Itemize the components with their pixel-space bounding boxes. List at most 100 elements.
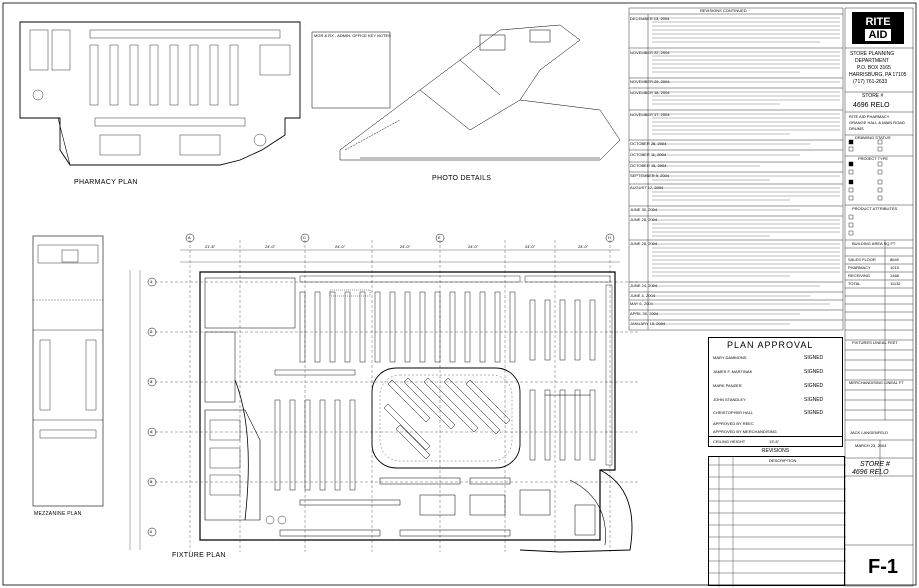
revisions-lines: [709, 457, 846, 587]
revision-date: DECEMBER 13, 2004: [630, 16, 670, 21]
revisions-log-grid: [628, 7, 844, 331]
area-label: SALES FLOOR: [848, 257, 876, 262]
merch-label: MERCHANDISING LINEAL FT: [849, 380, 904, 385]
area-label: TOTAL: [848, 281, 861, 286]
area-value: 8649: [890, 257, 899, 262]
revisions-header: REVISIONS: [761, 448, 790, 454]
fixtures-label: FIXTURES LINEAL FEET: [852, 340, 898, 345]
grid-row-label: 1: [150, 279, 153, 284]
grid-col-label: E: [438, 235, 441, 240]
dimension-label: 21'-6": [205, 244, 216, 249]
signer-name: MARY DAMMONS: [713, 355, 747, 360]
revision-date: JANUARY 10, 2004: [630, 321, 666, 326]
sheet-number: F-1: [868, 556, 898, 578]
address-line: GRANGE HALL & MAIN ROAD: [849, 120, 905, 125]
revision-date: NOVEMBER 17, 2004: [630, 112, 670, 117]
ceiling-value: 13'-6": [769, 439, 780, 444]
area-value: 11132: [890, 281, 901, 286]
mezzanine-plan-title: MEZZANINE PLAN: [34, 511, 82, 517]
store-no-label: STORE #: [862, 93, 884, 99]
store-no: 4696 RELO: [853, 102, 890, 109]
fixture-plan-title: FIXTURE PLAN: [172, 552, 226, 559]
signed-label: SIGNED: [804, 383, 824, 389]
dept-line: HARRISBURG, PA 17105: [849, 72, 907, 78]
plan-approval-box: PLAN APPROVAL MARY DAMMONS SIGNED JAMES …: [708, 337, 843, 437]
pharmacy-plan-title: PHARMACY PLAN: [74, 179, 138, 186]
grid-row-label: 3: [150, 379, 153, 384]
dept-line: STORE PLANNING: [850, 51, 895, 57]
dept-line: DEPARTMENT: [855, 58, 889, 64]
dimension-label: 24'-0": [578, 244, 589, 249]
area-value: 1468: [890, 273, 899, 278]
grid-row-label: 4: [150, 429, 153, 434]
dimension-label: 24'-0": [335, 244, 346, 249]
revision-date: MAY 6, 2004: [630, 301, 653, 306]
dimension-label: 24'-0": [525, 244, 536, 249]
area-label: PHARMACY: [848, 265, 871, 270]
drawn-by: JACK LANGENFELD: [850, 430, 889, 435]
grid-col-label: C: [303, 235, 306, 240]
revision-date: NOVEMBER 22, 2004: [630, 50, 670, 55]
area-value: 1015: [890, 265, 899, 270]
revision-text-lines: [652, 17, 840, 325]
revision-date: OCTOBER 26, 2004: [630, 141, 667, 146]
address-line: RITE AID PHARMACY: [849, 114, 890, 119]
mezzanine-plan: [32, 235, 104, 507]
project-type-label: PROJECT TYPE: [858, 156, 889, 161]
revision-date: SEPTEMBER 9, 2004: [630, 173, 670, 178]
signer-name: JOHN STANDLEY: [713, 397, 746, 402]
revisions-continued-header: REVISIONS CONTINUED: [700, 8, 747, 13]
legend-title: MGR & RX - ADMIN. OFFICE KEY NOTES: [314, 33, 391, 38]
revision-date: JUNE 24, 2004: [630, 283, 658, 288]
ceiling-height-row: CEILING HEIGHT 13'-6": [708, 437, 843, 447]
dimension-label: 24'-0": [400, 244, 411, 249]
logo-line2: AID: [864, 29, 892, 41]
signer-name: MARK PANZER: [713, 383, 742, 388]
address-line: DRUMS: [849, 126, 864, 131]
logo-line1: RITE: [865, 16, 891, 28]
grid-col-label: A: [188, 235, 191, 240]
approved-merch: APPROVED BY MERCHANDISING: [713, 429, 777, 434]
dept-line: P.O. BOX 3165: [857, 65, 891, 71]
product-attributes-label: PRODUCT ATTRIBUTES: [852, 206, 898, 211]
revision-date: JUNE 4, 2004: [630, 293, 655, 298]
signed-label: SIGNED: [804, 369, 824, 375]
revision-date: OCTOBER 15, 2004: [630, 163, 667, 168]
ceiling-label: CEILING HEIGHT: [713, 439, 746, 444]
drawing-status-label: DRAWING STATUS: [855, 135, 891, 140]
dimension-label: 24'-0": [468, 244, 479, 249]
revision-date: JUNE 28, 2004: [630, 241, 658, 246]
grid-row-label: 2: [150, 329, 153, 334]
drawing-date: MARCH 23, 2004: [855, 443, 887, 448]
photo-details-title: PHOTO DETAILS: [432, 175, 492, 182]
revision-date: AUGUST 12, 2004: [630, 185, 664, 190]
grid-row-label: 5: [150, 479, 153, 484]
revision-date: JUNE 30, 2004: [630, 207, 658, 212]
status-checkboxes: [848, 139, 883, 236]
dimension-label: 24'-0": [265, 244, 276, 249]
store-bottom-no: 4696 RELO: [852, 469, 889, 476]
dept-line: (717) 761-2633: [853, 79, 888, 85]
area-label: RECEIVING: [848, 273, 871, 278]
legend-box: [311, 31, 391, 109]
grid-row-label: 6: [150, 529, 153, 534]
revision-date: APRIL 30, 2004: [630, 311, 659, 316]
photo-details: [339, 24, 621, 161]
approved-reec: APPROVED BY REEC: [713, 421, 754, 426]
signed-label: SIGNED: [804, 397, 824, 403]
revision-date: NOVEMBER 18, 2004: [630, 90, 670, 95]
grid-col-label: H: [608, 235, 611, 240]
revision-date: NOVEMBER 29, 2004: [630, 79, 670, 84]
revision-date: OCTOBER 11, 2004: [630, 152, 667, 157]
signed-label: SIGNED: [804, 355, 824, 361]
pharmacy-plan: [19, 21, 301, 166]
signed-label: SIGNED: [804, 410, 824, 416]
revisions-box: DESCRIPTION: [708, 456, 846, 587]
rite-aid-logo: RITE AID: [852, 12, 904, 44]
revision-date: JUNE 28, 2004: [630, 217, 658, 222]
signer-name: CHRISTOPHER HALL: [713, 410, 754, 415]
title-block-lines: [844, 7, 914, 587]
fixture-plan: [129, 233, 640, 553]
